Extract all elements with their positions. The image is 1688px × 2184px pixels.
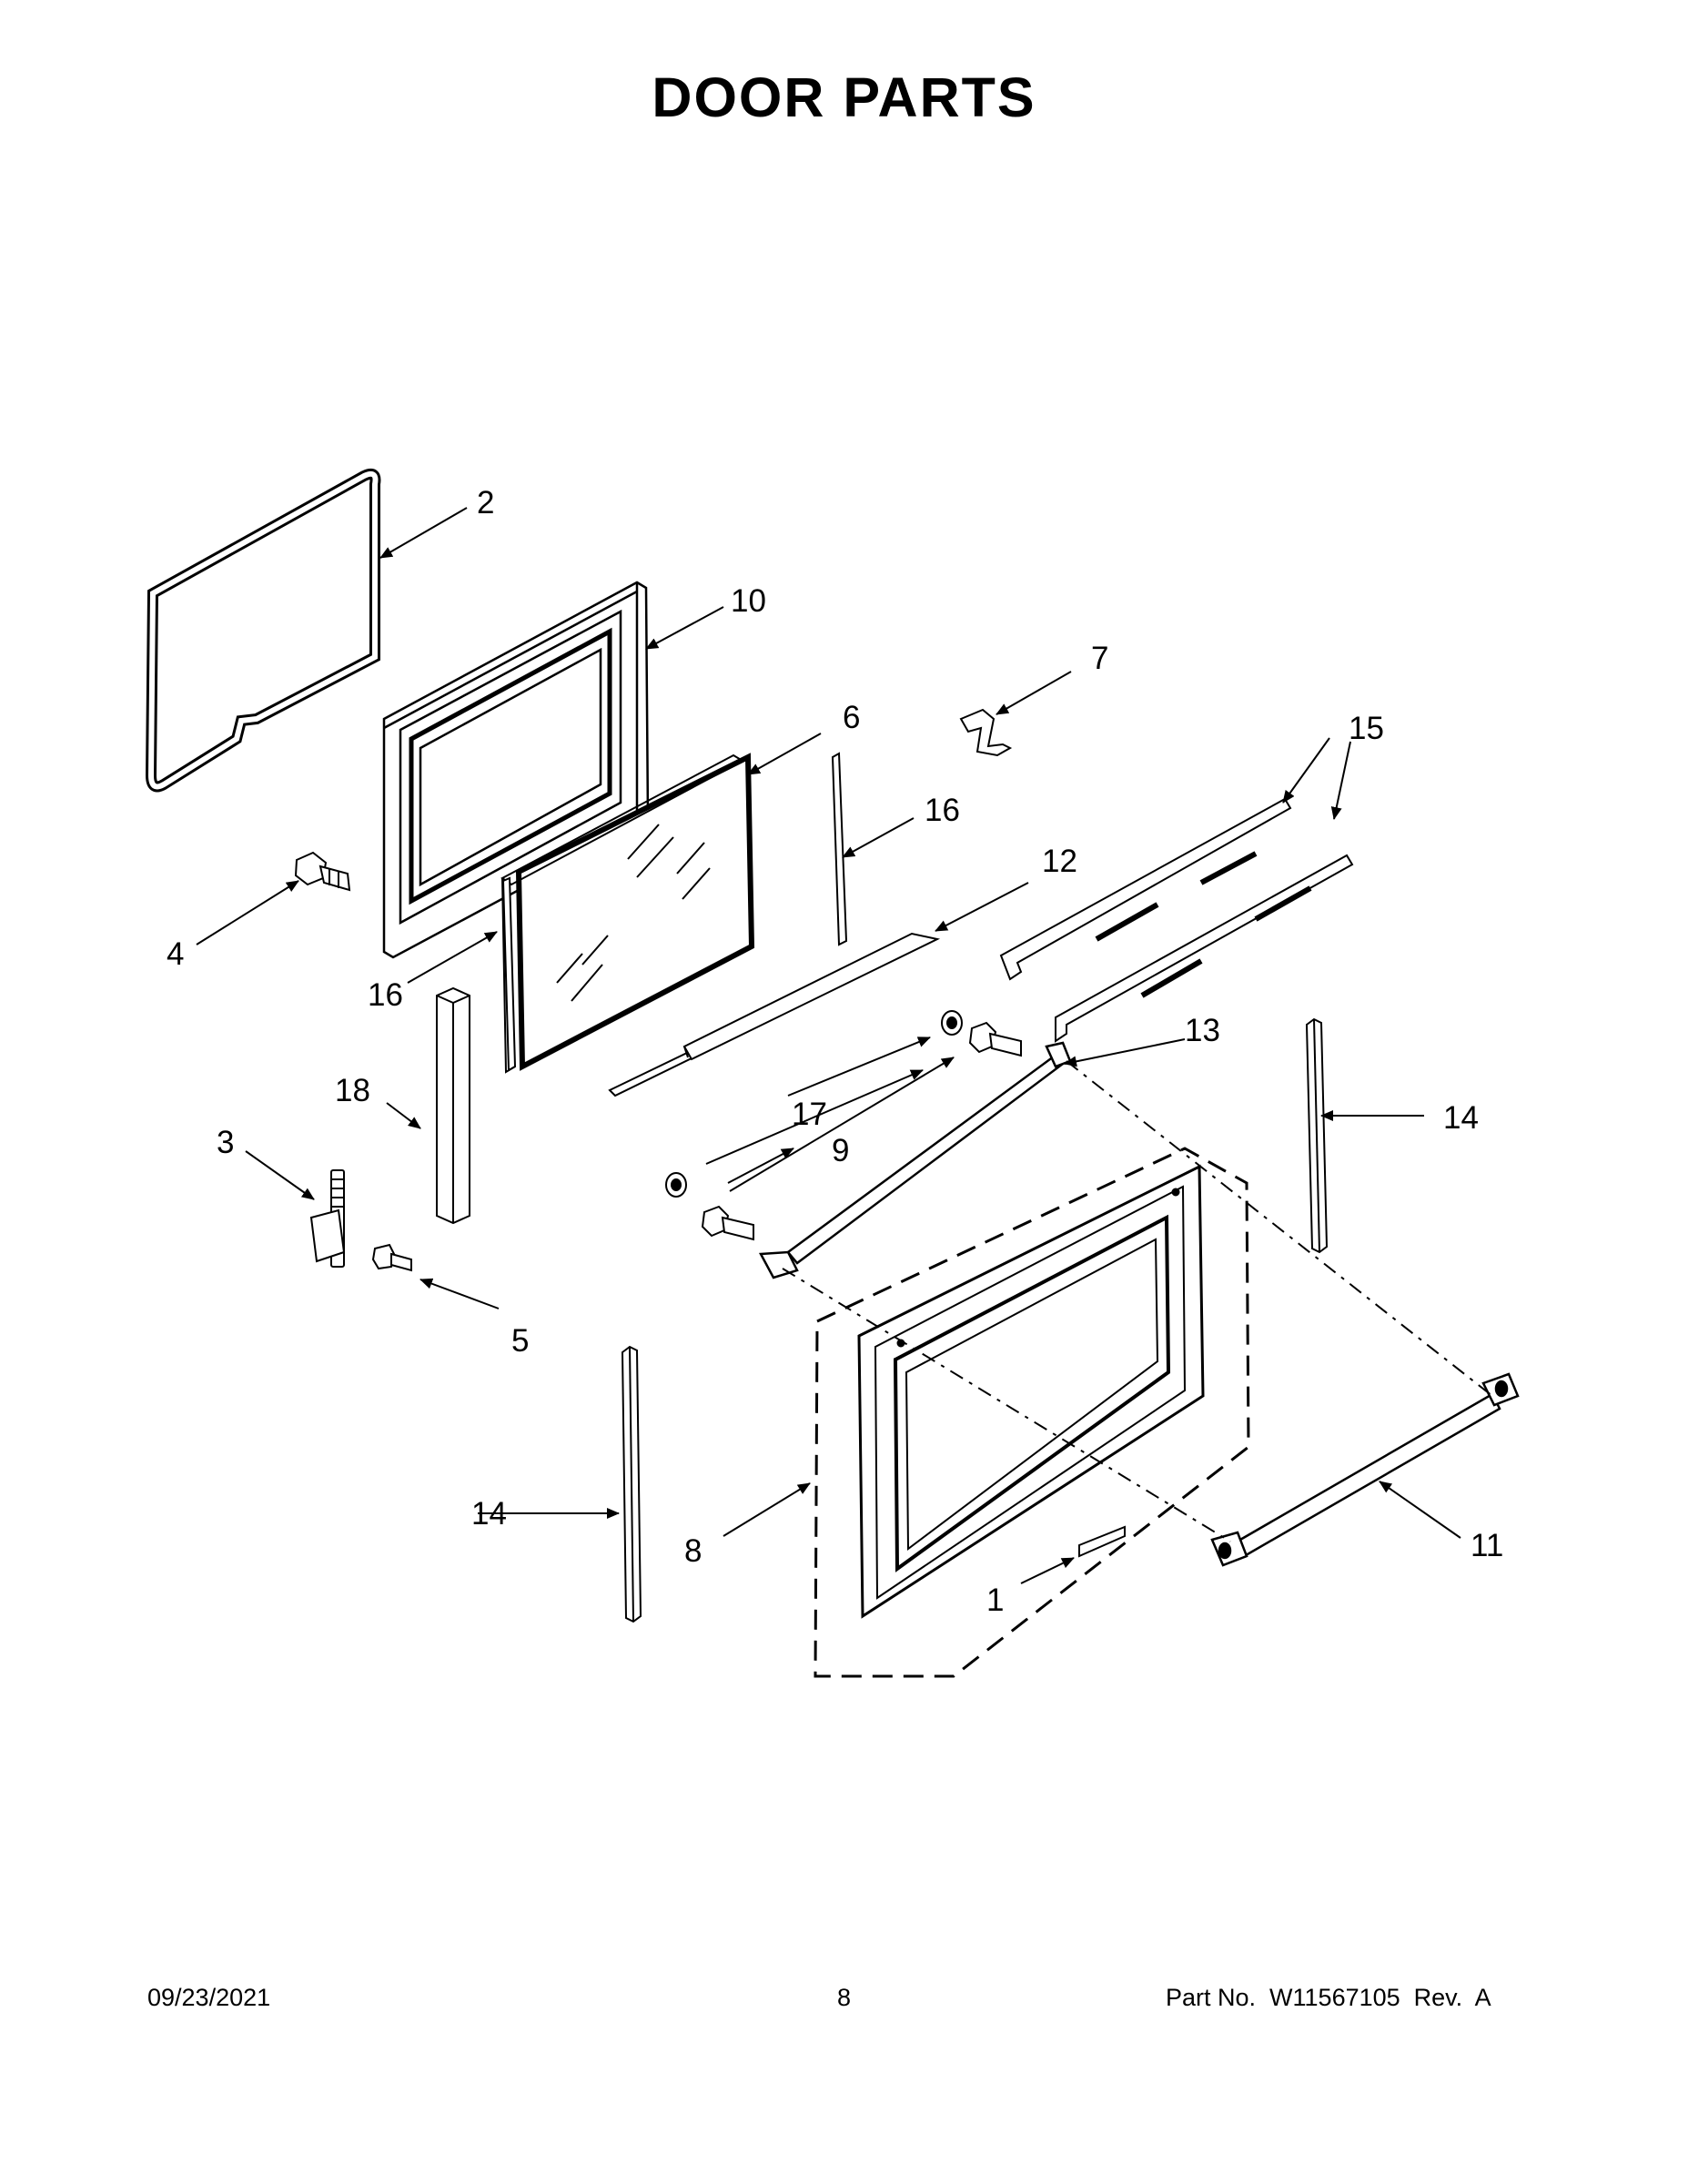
door-handle-part: [1210, 1372, 1520, 1567]
spacer-washer-part: [665, 1010, 963, 1198]
hinge-screw-part: [294, 851, 351, 892]
door-vent-channel-part: [999, 797, 1354, 1043]
callout-18: 18: [335, 1073, 370, 1108]
handle-bracket-part: [758, 1041, 1072, 1279]
callout-12: 12: [1042, 844, 1077, 879]
callout-7: 7: [1091, 641, 1108, 676]
glass-retainer-strip-part: [831, 752, 848, 946]
callout-15: 15: [1349, 711, 1384, 746]
callout-17: 17: [792, 1097, 827, 1132]
callout-13: 13: [1185, 1013, 1220, 1048]
callout-2: 2: [477, 485, 494, 521]
callout-9: 9: [832, 1133, 849, 1168]
footer-page-number: 8: [837, 1984, 852, 2011]
door-side-trim-part: [621, 1017, 1329, 1623]
outer-door-panel-part: [814, 1147, 1250, 1678]
callout-3: 3: [217, 1125, 234, 1160]
callout-leaders: [196, 507, 1461, 1584]
footer-part-number: Part No. W11567105 Rev. A: [1166, 1984, 1491, 2011]
page-title: DOOR PARTS: [652, 66, 1036, 128]
door-hinge-part: [309, 1169, 346, 1268]
callout-6: 6: [843, 700, 860, 735]
footer-date: 09/23/2021: [147, 1984, 271, 2011]
callout-16b: 16: [368, 977, 403, 1013]
callout-8: 8: [684, 1533, 702, 1569]
alignment-lines: [782, 1060, 1493, 1542]
callout-5: 5: [511, 1323, 529, 1359]
badge-part: [1078, 1525, 1126, 1558]
hinge-screw-small-part: [371, 1243, 412, 1272]
air-duct-part: [436, 986, 470, 1225]
callout-14a: 14: [1443, 1100, 1479, 1136]
glass-retainer-strip-part: [501, 876, 517, 1072]
callout-11: 11: [1471, 1528, 1503, 1563]
callout-16: 16: [925, 793, 960, 828]
callout-10: 10: [731, 583, 766, 619]
handle-screw-part: [701, 1021, 1022, 1241]
callout-4: 4: [167, 936, 184, 972]
callout-14b: 14: [471, 1496, 507, 1532]
glass-support-channel-part: [608, 932, 941, 1097]
door-gasket-part: [145, 468, 381, 793]
door-clip-part: [959, 708, 1013, 757]
callout-labels: 2 10 7 6 15 16 12 4 16 13 18 14 3 17 9 5…: [167, 485, 1503, 1618]
callout-1: 1: [986, 1582, 1004, 1618]
